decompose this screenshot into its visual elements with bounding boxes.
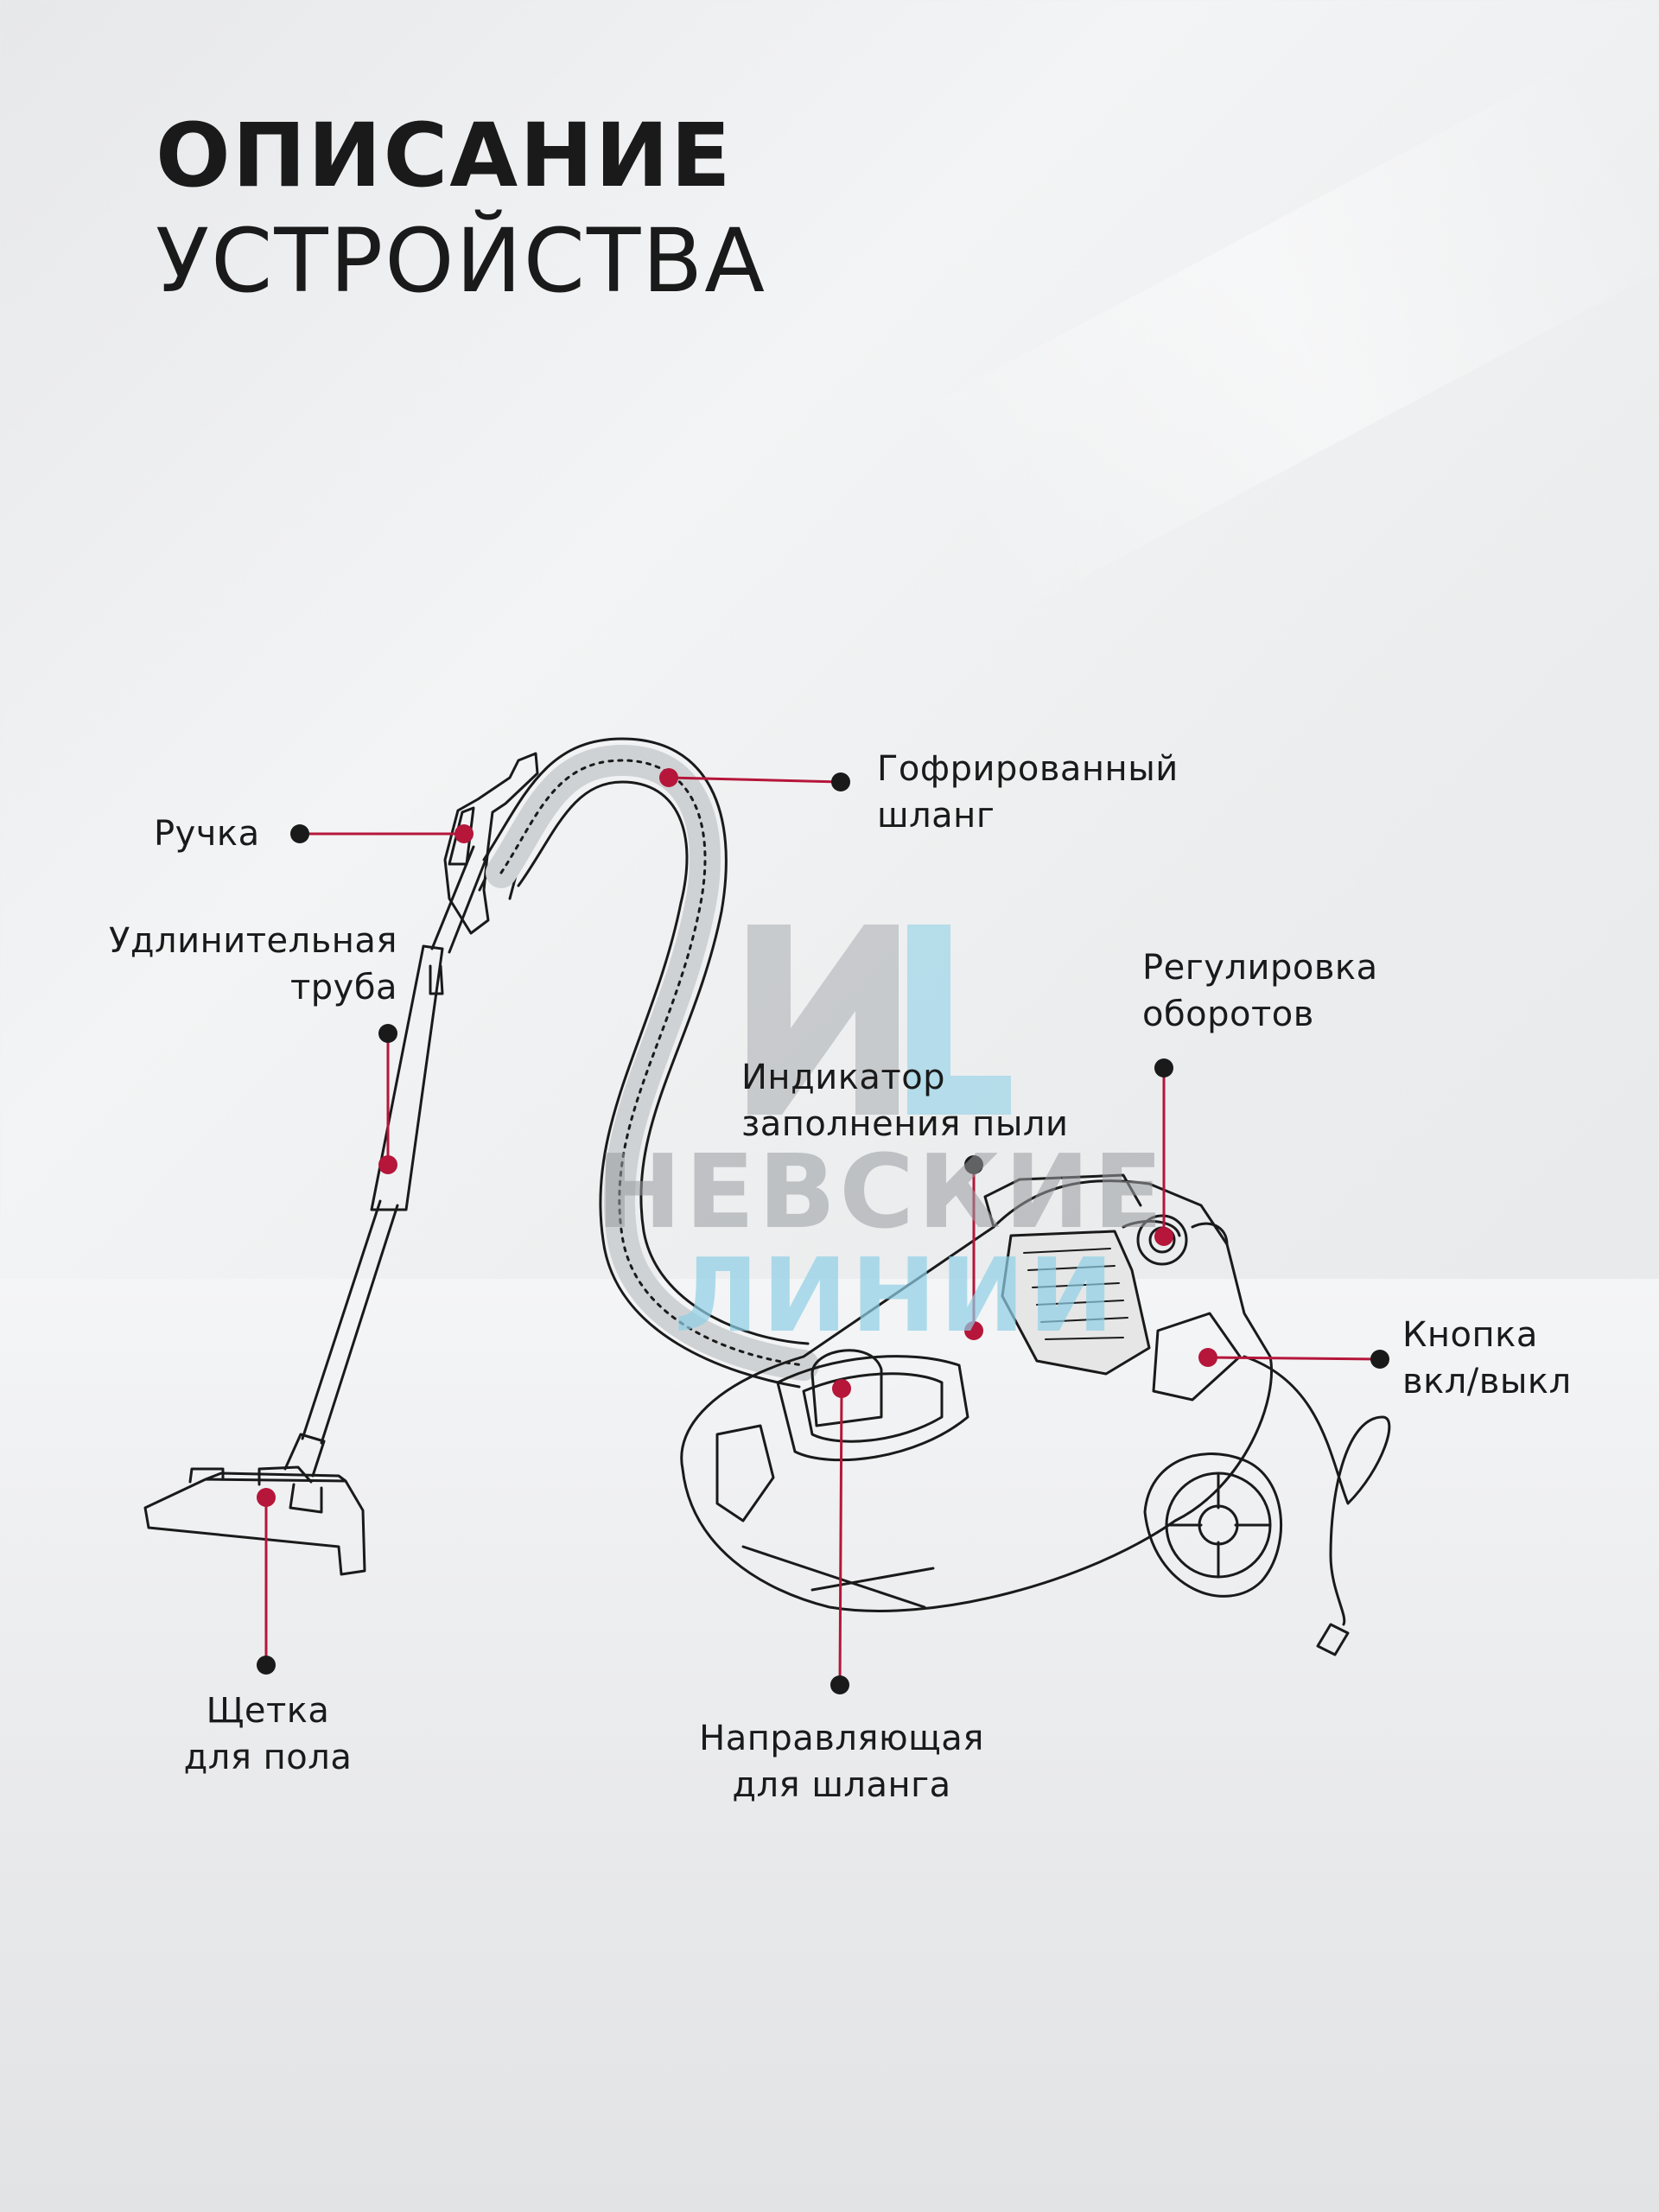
label-power-button-line-2: вкл/выкл: [1402, 1362, 1572, 1402]
label-floor-brush-line-2: для пола: [183, 1738, 353, 1777]
dot-power-black: [1370, 1350, 1389, 1369]
dot-guide-red: [832, 1379, 851, 1398]
dot-hose-black: [831, 772, 850, 791]
page-title: ОПИСАНИЕ УСТРОЙСТВА: [156, 104, 766, 315]
label-corrugated-hose-line-1: Гофрированный: [877, 749, 1179, 789]
label-power-button: Кнопка вкл/выкл: [1402, 1312, 1572, 1405]
vacuum-cleaner-drawing: [143, 737, 1391, 1656]
label-handle: Ручка: [154, 810, 260, 857]
dot-indicator-black: [964, 1155, 983, 1174]
leader-corrugated-hose: [668, 776, 842, 784]
label-extension-tube-line-2: труба: [289, 968, 397, 1007]
label-floor-brush: Щетка для пола: [145, 1688, 391, 1781]
label-extension-tube: Удлинительная труба: [97, 918, 397, 1011]
leader-hose-guide: [838, 1388, 843, 1686]
dot-tube-red: [378, 1155, 397, 1174]
dot-guide-black: [830, 1675, 849, 1694]
label-extension-tube-line-1: Удлинительная: [108, 921, 397, 961]
label-corrugated-hose: Гофрированный шланг: [877, 746, 1179, 839]
label-speed-control: Регулировка оборотов: [1142, 944, 1378, 1038]
label-speed-control-line-2: оборотов: [1142, 995, 1314, 1034]
vacuum-body-drawing: [680, 1179, 1273, 1612]
dot-power-red: [1198, 1348, 1217, 1367]
label-dust-indicator-line-1: Индикатор: [741, 1058, 946, 1097]
label-handle-text: Ручка: [154, 814, 260, 854]
leader-power-button: [1207, 1356, 1381, 1361]
label-dust-indicator-line-2: заполнения пыли: [741, 1104, 1069, 1144]
label-dust-indicator: Индикатор заполнения пыли: [741, 1054, 1068, 1147]
dot-hose-red: [659, 768, 678, 787]
label-speed-control-line-1: Регулировка: [1142, 948, 1378, 988]
dot-handle-black: [290, 824, 309, 843]
floor-brush-drawing: [143, 1471, 366, 1576]
label-hose-guide-line-2: для шланга: [732, 1765, 951, 1805]
floor-background: [0, 1279, 1659, 2212]
leader-lines: [264, 776, 1381, 1686]
label-floor-brush-line-1: Щетка: [206, 1691, 330, 1731]
dot-handle-red: [454, 824, 474, 843]
label-power-button-line-1: Кнопка: [1402, 1315, 1538, 1355]
extension-tube-drawing: [301, 1199, 399, 1445]
endpoint-dots: [257, 768, 1389, 1694]
title-line-1: ОПИСАНИЕ: [156, 105, 733, 207]
dot-indicator-red: [964, 1321, 983, 1340]
dot-brush-black: [257, 1656, 276, 1675]
label-hose-guide: Направляющая для шланга: [677, 1715, 1006, 1808]
title-line-2: УСТРОЙСТВА: [156, 210, 767, 314]
wheel-drawing: [1143, 1452, 1283, 1598]
power-cord-drawing: [1243, 1355, 1391, 1626]
dot-tube-black: [378, 1024, 397, 1043]
label-corrugated-hose-line-2: шланг: [877, 796, 995, 836]
label-hose-guide-line-1: Направляющая: [699, 1719, 984, 1758]
dot-speed-red: [1154, 1227, 1173, 1246]
dot-brush-red: [257, 1488, 276, 1507]
dot-speed-black: [1154, 1058, 1173, 1077]
